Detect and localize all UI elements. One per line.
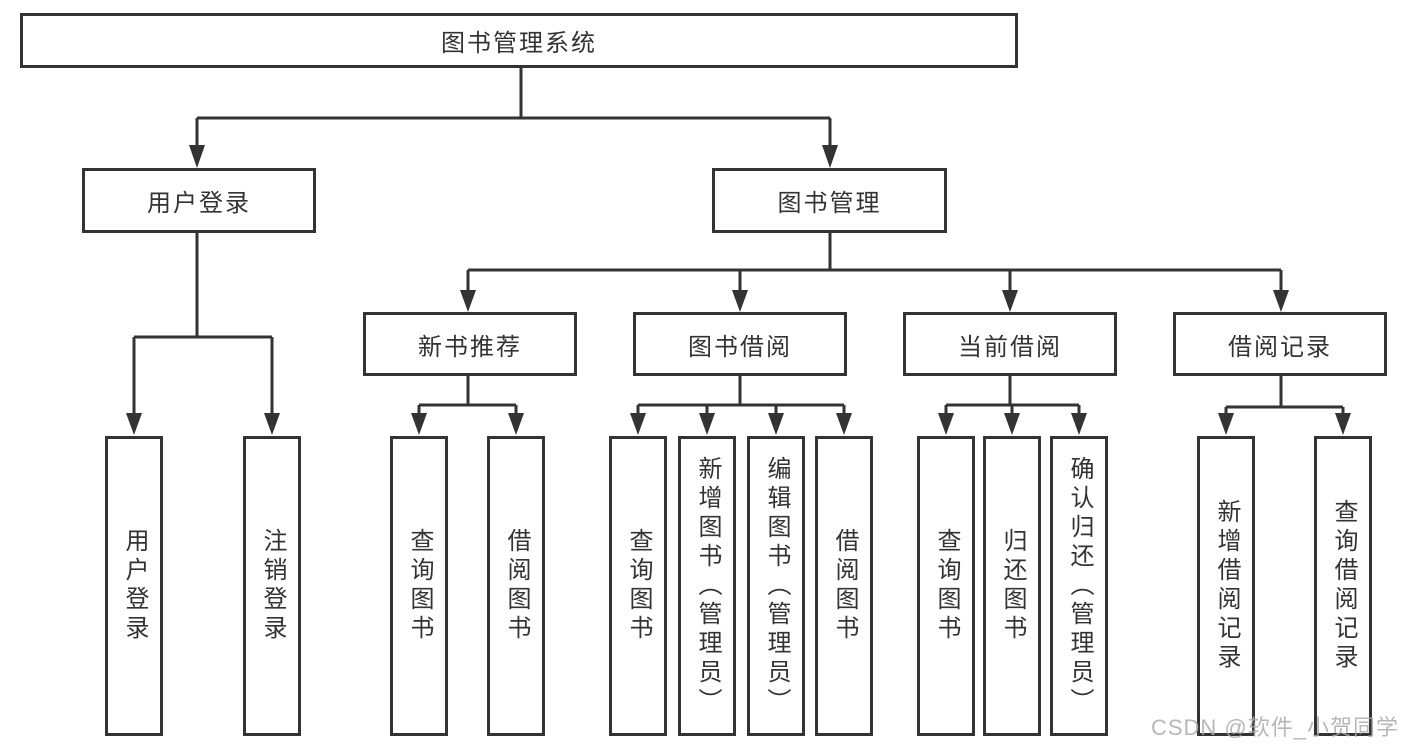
leaf-user-login: 用户登录 — [105, 436, 163, 736]
node-root-label: 图书管理系统 — [441, 30, 597, 57]
leaf-confirm-return-admin-label: 确认归还（管理员） — [1066, 455, 1093, 717]
node-current-borrow: 当前借阅 — [903, 312, 1117, 376]
node-new-book-recommend: 新书推荐 — [363, 312, 577, 376]
leaf-confirm-return-admin: 确认归还（管理员） — [1050, 436, 1108, 736]
leaf-logout-label: 注销登录 — [259, 528, 286, 644]
arrowheads — [126, 145, 1351, 435]
leaf-query-books-current-label: 查询图书 — [933, 528, 960, 644]
leaf-add-book-admin-label: 新增图书（管理员） — [694, 455, 721, 717]
node-user-login: 用户登录 — [82, 168, 316, 233]
leaf-query-books-borrow: 查询图书 — [609, 436, 667, 736]
leaf-logout: 注销登录 — [243, 436, 301, 736]
leaf-borrow-books-borrow-label: 借阅图书 — [831, 528, 858, 644]
leaf-query-books-current: 查询图书 — [917, 436, 975, 736]
node-current-borrow-label: 当前借阅 — [958, 333, 1062, 361]
node-borrow-records-label: 借阅记录 — [1228, 333, 1332, 361]
leaf-add-borrow-record-label: 新增借阅记录 — [1213, 499, 1240, 673]
leaf-query-borrow-record-label: 查询借阅记录 — [1330, 499, 1357, 673]
node-user-login-label: 用户登录 — [147, 190, 251, 217]
leaf-return-book-label: 归还图书 — [999, 528, 1026, 644]
node-borrow-records: 借阅记录 — [1173, 312, 1387, 376]
node-root: 图书管理系统 — [20, 13, 1018, 68]
leaf-edit-book-admin-label: 编辑图书（管理员） — [763, 455, 790, 717]
leaf-user-login-label: 用户登录 — [121, 528, 148, 644]
leaf-borrow-books-recommend-label: 借阅图书 — [503, 528, 530, 644]
leaf-borrow-books-borrow: 借阅图书 — [815, 436, 873, 736]
csdn-watermark: CSDN @软件_小贺同学 — [1150, 715, 1399, 740]
leaf-query-books-borrow-label: 查询图书 — [625, 528, 652, 644]
node-book-borrow-label: 图书借阅 — [688, 333, 792, 361]
node-book-management-label: 图书管理 — [777, 190, 882, 217]
leaf-return-book: 归还图书 — [983, 436, 1041, 736]
node-new-book-recommend-label: 新书推荐 — [418, 333, 522, 361]
leaf-query-books-recommend-label: 查询图书 — [406, 528, 433, 644]
leaf-add-borrow-record: 新增借阅记录 — [1197, 436, 1255, 736]
leaf-query-books-recommend: 查询图书 — [390, 436, 448, 736]
node-book-borrow: 图书借阅 — [633, 312, 847, 376]
leaf-borrow-books-recommend: 借阅图书 — [487, 436, 545, 736]
leaf-edit-book-admin: 编辑图书（管理员） — [747, 436, 805, 736]
leaf-query-borrow-record: 查询借阅记录 — [1314, 436, 1372, 736]
node-book-management: 图书管理 — [712, 168, 947, 233]
leaf-add-book-admin: 新增图书（管理员） — [678, 436, 736, 736]
